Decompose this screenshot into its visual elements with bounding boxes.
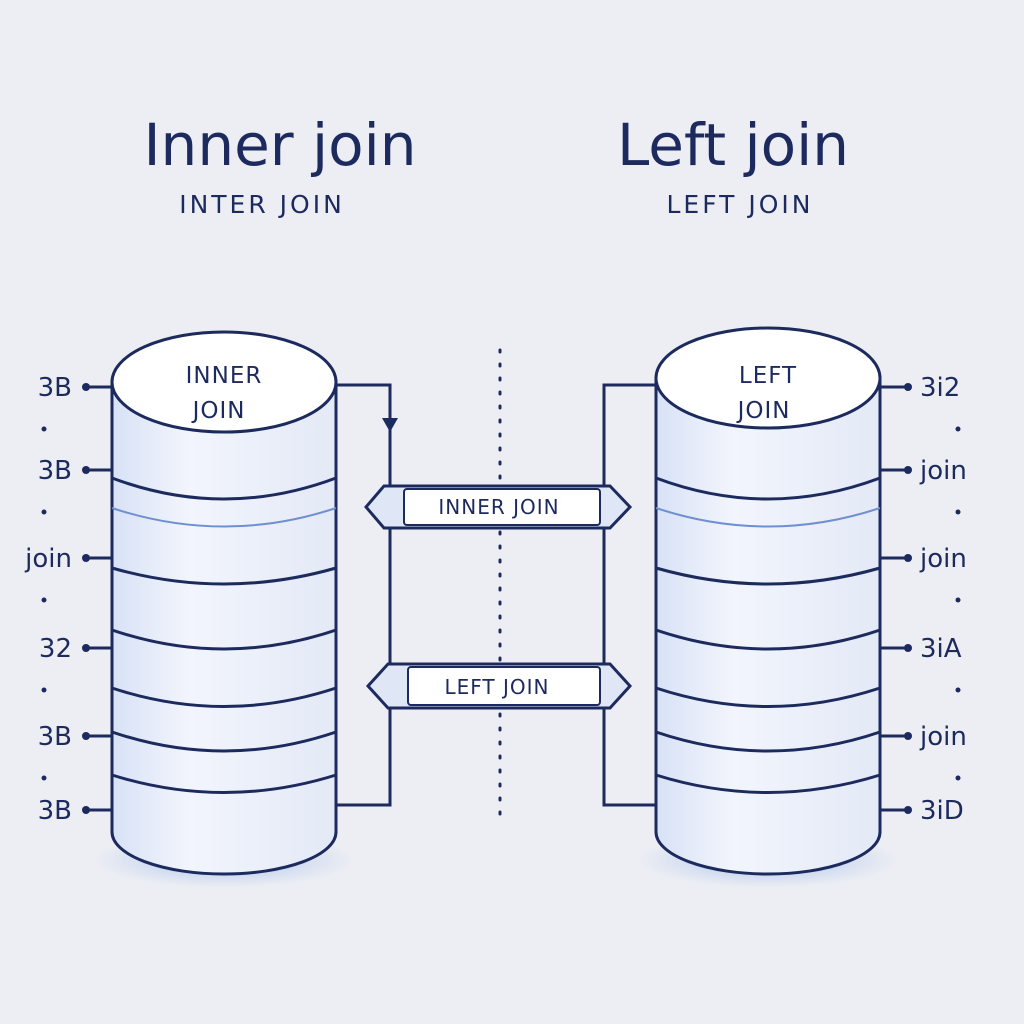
left-side-labels: 3i2 join join 3iA join 3iD (880, 373, 967, 826)
inner-side-separator-dot (41, 509, 47, 515)
left-join-subtitle: LEFT JOIN (666, 190, 813, 219)
inner-join-subtitle: INTER JOIN (179, 190, 345, 219)
left-side-label: join (919, 722, 967, 752)
inner-cylinder-caption-line1: INNER (186, 363, 263, 389)
inner-side-dot (82, 732, 90, 740)
left-side-separator-dot (955, 775, 961, 781)
inner-side-dot (82, 554, 90, 562)
inner-side-separator-dot (41, 426, 47, 432)
left-side-label: 3iD (920, 796, 964, 826)
left-side-dot (904, 806, 912, 814)
left-side-dot (904, 732, 912, 740)
inner-side-labels: 3B 3B join 32 3B 3B (24, 373, 112, 826)
inner-side-label: join (24, 544, 72, 574)
inner-side-separator-dot (41, 687, 47, 693)
inner-side-dot (82, 644, 90, 652)
inner-side-dot (82, 806, 90, 814)
inner-side-dot (82, 383, 90, 391)
left-side-dot (904, 554, 912, 562)
left-join-banner (365, 662, 633, 710)
left-join-banner-label: LEFT JOIN (444, 675, 549, 699)
arrowhead-icon (382, 418, 398, 432)
inner-side-label: 3B (38, 796, 72, 826)
left-cylinder-caption-line1: LEFT (739, 363, 797, 389)
left-side-dot (904, 466, 912, 474)
left-side-label: join (919, 544, 967, 574)
inner-side-separator-dot (41, 597, 47, 603)
inner-join-banner (364, 484, 633, 530)
left-side-separator-dot (955, 597, 961, 603)
left-side-separator-dot (955, 426, 961, 432)
inner-cylinder-caption-line2: JOIN (191, 398, 246, 424)
inner-side-separator-dot (41, 775, 47, 781)
left-side-label: 3i2 (920, 373, 960, 403)
left-side-label: join (919, 456, 967, 486)
inner-side-label: 3B (38, 722, 72, 752)
inner-join-banner-label: INNER JOIN (438, 495, 559, 519)
inner-side-dot (82, 466, 90, 474)
left-join-title: Left join (617, 111, 849, 179)
left-side-dot (904, 383, 912, 391)
left-side-separator-dot (955, 509, 961, 515)
left-side-label: 3iA (920, 634, 962, 664)
inner-side-label: 3B (38, 373, 72, 403)
left-cylinder-caption-line2: JOIN (736, 398, 791, 424)
inner-side-label: 32 (39, 634, 72, 664)
inner-join-title: Inner join (143, 111, 416, 179)
left-side-separator-dot (955, 687, 961, 693)
inner-side-label: 3B (38, 456, 72, 486)
left-join-cylinder (638, 326, 898, 888)
left-side-dot (904, 644, 912, 652)
inner-join-cylinder (94, 330, 354, 888)
connector-lines (336, 383, 656, 807)
